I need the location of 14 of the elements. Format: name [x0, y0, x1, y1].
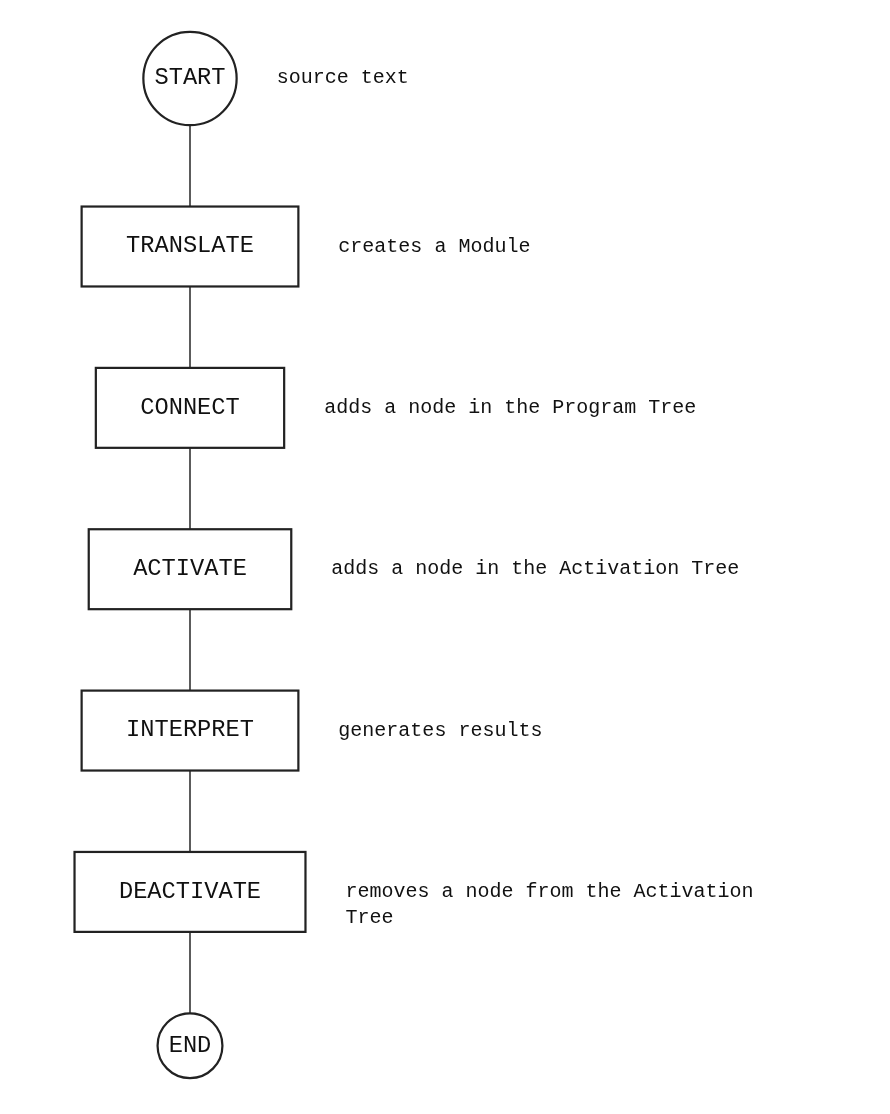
node-note: adds a node in the Program Tree — [324, 394, 697, 421]
node-circle: START — [142, 30, 238, 127]
node-box: DEACTIVATE — [73, 850, 307, 933]
node-circle: END — [156, 1012, 224, 1080]
connector — [189, 447, 191, 530]
node-note: removes a node from the Activation Tree — [345, 878, 755, 931]
node-note: source text — [276, 65, 409, 92]
node-box: TRANSLATE — [80, 205, 300, 288]
node-note: generates results — [338, 717, 543, 744]
node-box: CONNECT — [94, 366, 286, 449]
node-box: ACTIVATE — [87, 528, 293, 611]
node-box: INTERPRET — [80, 689, 300, 772]
node-note: adds a node in the Activation Tree — [331, 556, 740, 583]
node-note: creates a Module — [338, 233, 531, 260]
